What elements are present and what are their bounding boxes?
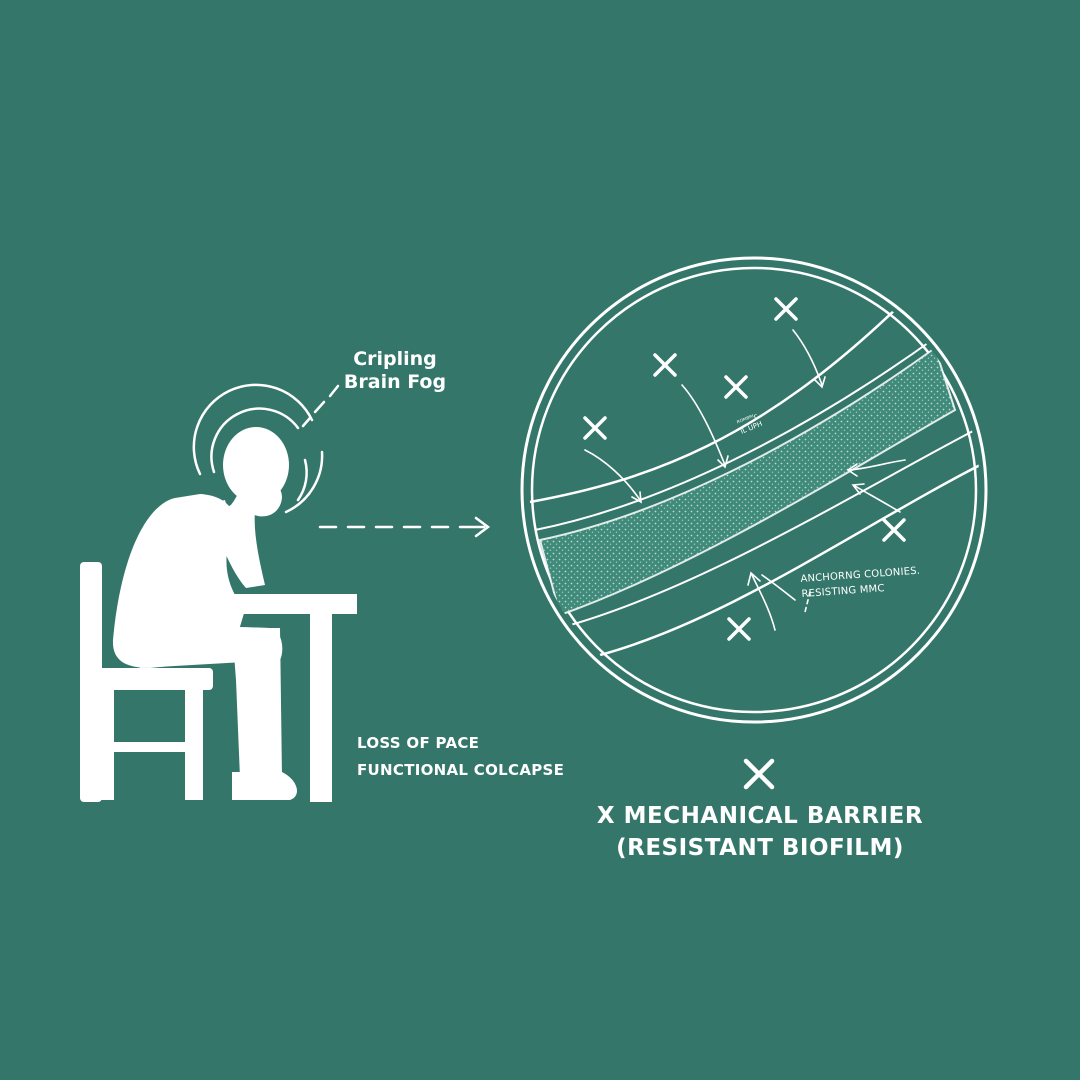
desk [213,594,357,802]
brain-fog-label: Cripling Brain Fog [335,348,455,394]
tube-wall-lower [599,458,980,657]
headache-arcs [192,383,324,514]
dashed-arrow [318,516,491,538]
person-silhouette [112,427,297,800]
attack-arrows [584,329,906,631]
chair [80,562,213,802]
loss-line1: LOSS OF PACE [357,734,480,752]
magnifier-lens [520,256,988,724]
barrier-line2: (RESISTANT BIOFILM) [616,835,904,861]
brain-fog-line2: Brain Fog [343,370,447,393]
cross-marks [583,297,906,641]
brain-fog-line1: Cripling [353,348,437,370]
cross-icon [743,758,775,790]
loss-line2: FUNCTIONAL COLCAPSE [357,761,565,779]
barrier-line1: X MECHANICAL BARRIER [596,803,924,829]
mechanical-barrier-caption: X MECHANICAL BARRIER (RESISTANT BIOFILM) [555,800,965,864]
loss-of-pace-label: LOSS OF PACE FUNCTIONAL COLCAPSE [357,730,564,784]
tube-wall-upper [529,304,901,504]
brain-fog-pointer [301,384,340,428]
